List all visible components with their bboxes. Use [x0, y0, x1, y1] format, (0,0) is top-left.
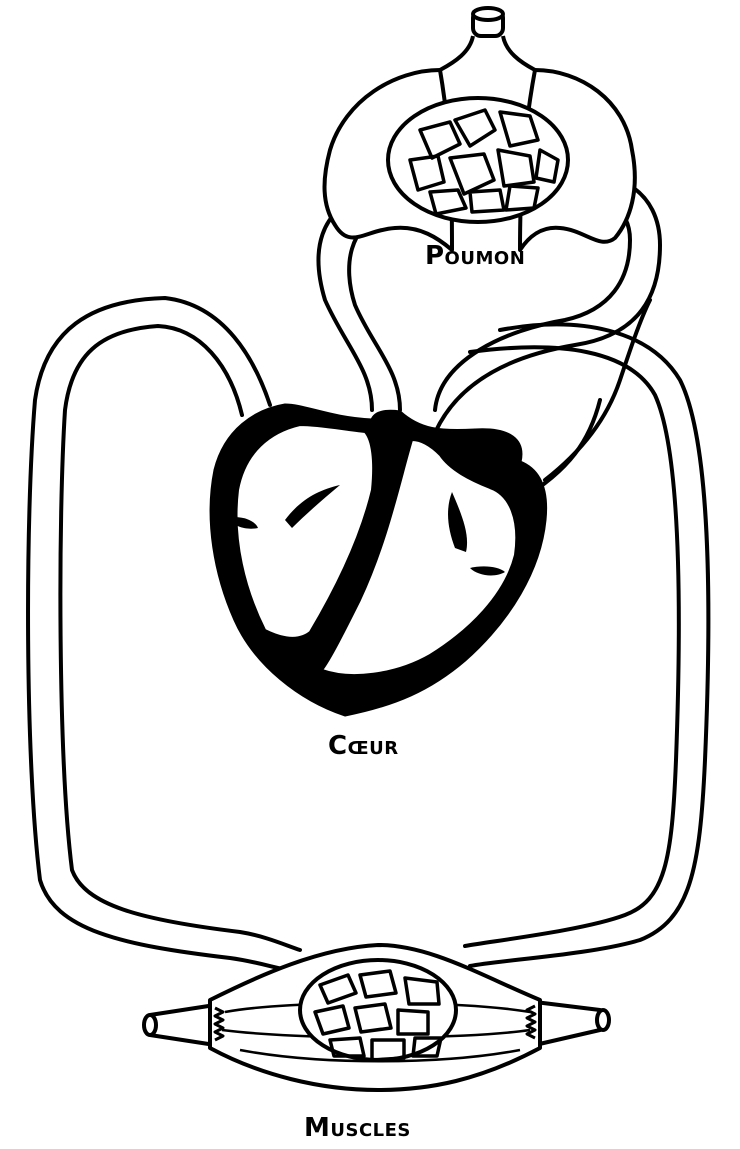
heart: [211, 405, 546, 715]
lung: [325, 8, 635, 250]
left-tendon: [150, 1005, 215, 1045]
heart-label: Cœur: [328, 731, 399, 761]
right-tendon: [535, 1002, 600, 1045]
muscle: [144, 945, 609, 1090]
lung-label: Poumon: [425, 241, 525, 271]
muscles-label: Muscles: [304, 1113, 411, 1143]
